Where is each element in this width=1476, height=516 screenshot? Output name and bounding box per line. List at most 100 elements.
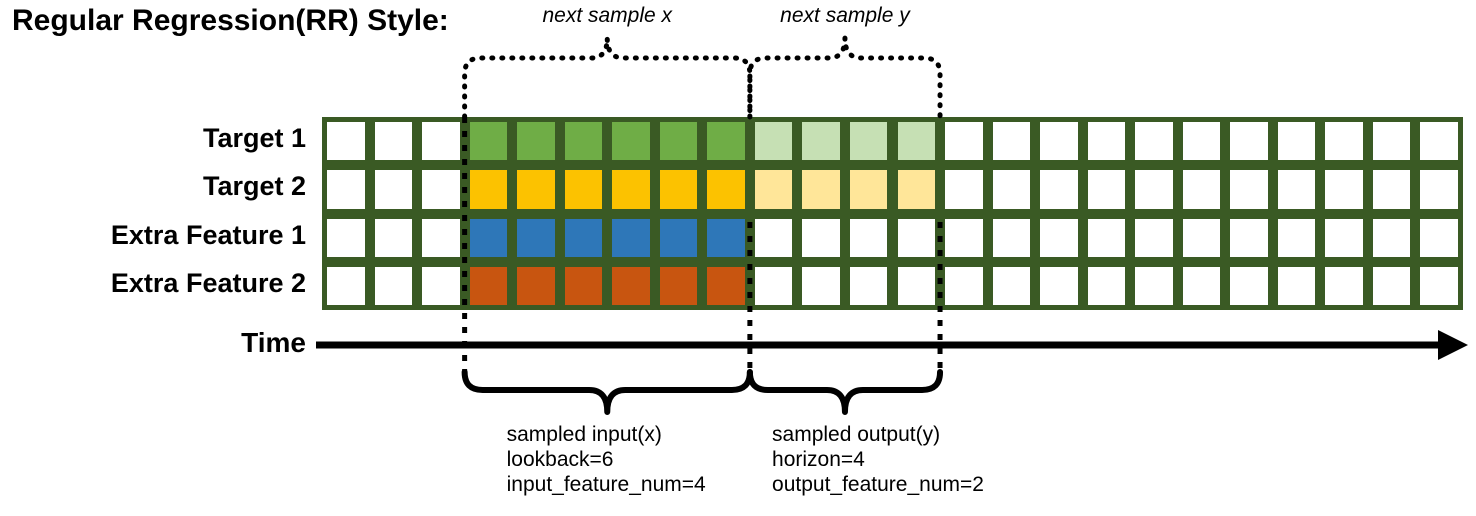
grid-cell [1372, 266, 1411, 305]
brace-next-sample-x [462, 37, 753, 120]
grid-cell [612, 122, 650, 161]
grid-cell [1325, 122, 1363, 161]
grid-cell [469, 218, 508, 257]
grid-cell [564, 266, 603, 305]
grid-cell [945, 122, 983, 161]
grid-cell [374, 218, 413, 257]
grid-cell [1230, 266, 1268, 305]
grid-cell [1087, 122, 1126, 161]
time-axis-arrowhead [1438, 330, 1468, 360]
grid-cell [897, 266, 936, 305]
page-title: Regular Regression(RR) Style: [12, 4, 449, 37]
grid-cell [1135, 170, 1173, 209]
row-label-extra-feature-2: Extra Feature 2 [110, 267, 306, 298]
grid-cell [1277, 170, 1316, 209]
grid-cell [374, 170, 413, 209]
grid-cell [945, 170, 983, 209]
grid-cell [1420, 266, 1458, 305]
grid-cell [327, 218, 365, 257]
grid-cell [327, 122, 365, 161]
grid-cell [1135, 266, 1173, 305]
grid-cell [945, 266, 983, 305]
grid-cell [849, 170, 888, 209]
grid-cell [374, 266, 413, 305]
grid-cell [754, 122, 793, 161]
grid-cell [802, 218, 840, 257]
grid-cell [612, 218, 650, 257]
grid-cell [1182, 266, 1221, 305]
grid-cell [897, 122, 936, 161]
grid-cell [992, 266, 1031, 305]
grid-cell [327, 170, 365, 209]
sampled-output-annotation: sampled output(y) horizon=4 output_featu… [772, 422, 984, 497]
grid-cell [1277, 122, 1316, 161]
timeline-grid [322, 117, 1463, 310]
grid-cell [422, 218, 460, 257]
sampled-input-line2: lookback=6 [506, 448, 614, 471]
grid-cell [659, 170, 698, 209]
grid-cell [659, 266, 698, 305]
grid-cell [1087, 170, 1126, 209]
grid-cell [849, 218, 888, 257]
row-label-target-2: Target 2 [202, 171, 306, 202]
grid-cell [517, 266, 555, 305]
grid-cell [1182, 170, 1221, 209]
grid-cell [1087, 266, 1126, 305]
grid-cell [754, 170, 793, 209]
next-sample-y-label: next sample y [780, 4, 910, 27]
grid-cell [992, 170, 1031, 209]
grid-cell [659, 122, 698, 161]
grid-cell [754, 218, 793, 257]
grid-cell [897, 170, 936, 209]
grid-cell [1230, 218, 1268, 257]
brace-sampled-output [746, 369, 944, 415]
grid-cell [564, 218, 603, 257]
grid-cell [707, 218, 745, 257]
grid-cell [564, 122, 603, 161]
grid-cell [517, 170, 555, 209]
grid-cell [707, 122, 745, 161]
row-label-target-1: Target 1 [202, 123, 306, 154]
grid-cell [422, 266, 460, 305]
grid-cell [754, 266, 793, 305]
grid-cell [517, 218, 555, 257]
grid-cell [469, 122, 508, 161]
grid-cell [1135, 218, 1173, 257]
grid-cell [1277, 218, 1316, 257]
sampled-input-line3: input_feature_num=4 [506, 473, 706, 496]
grid-cell [422, 122, 460, 161]
grid-cell [1325, 170, 1363, 209]
grid-cell [517, 122, 555, 161]
grid-cell [992, 122, 1031, 161]
sampled-input-line1: sampled input(x) [506, 423, 662, 446]
grid-cell [1372, 218, 1411, 257]
grid-cell [1325, 266, 1363, 305]
grid-cell [1420, 122, 1458, 161]
grid-cell [1325, 218, 1363, 257]
grid-cell [849, 266, 888, 305]
grid-cell [1372, 170, 1411, 209]
sampled-output-line3: output_feature_num=2 [772, 473, 984, 496]
grid-cell [612, 170, 650, 209]
grid-cell [802, 170, 840, 209]
grid-cell [945, 218, 983, 257]
grid-cell [1087, 218, 1126, 257]
grid-cell [802, 266, 840, 305]
grid-cell [374, 122, 413, 161]
sampled-output-line2: horizon=4 [772, 448, 865, 471]
grid-cell [1135, 122, 1173, 161]
sampled-output-line1: sampled output(y) [772, 423, 941, 446]
grid-cell [1040, 218, 1078, 257]
grid-cell [1420, 170, 1458, 209]
brace-next-sample-y [747, 37, 943, 120]
grid-cell [327, 266, 365, 305]
grid-cell [1230, 170, 1268, 209]
grid-cell [659, 218, 698, 257]
grid-cell [564, 170, 603, 209]
grid-cell [469, 266, 508, 305]
time-axis-label: Time [241, 327, 306, 358]
grid-cell [992, 218, 1031, 257]
grid-cell [802, 122, 840, 161]
